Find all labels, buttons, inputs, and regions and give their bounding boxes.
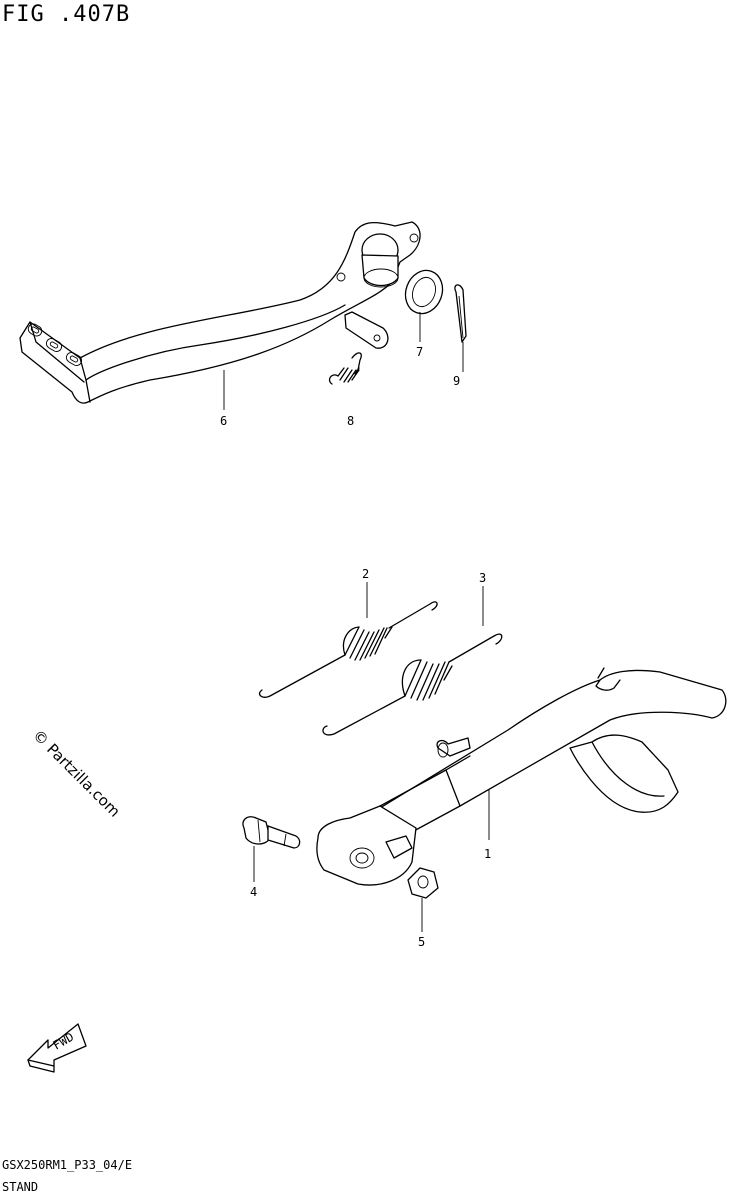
pivot-bolt-part-4[interactable]: [242, 816, 301, 849]
nut-part-5[interactable]: [407, 867, 439, 899]
callout-2: 2: [362, 567, 369, 581]
callout-7: 7: [416, 345, 423, 359]
diagram-code: GSX250RM1_P33_04/E: [2, 1158, 133, 1172]
fwd-arrow-icon: FWD: [27, 1023, 87, 1073]
spring-part-3[interactable]: [322, 633, 503, 736]
upper-leader-lines: [223, 312, 464, 410]
callout-8: 8: [347, 414, 354, 428]
spring-tab-icon: [344, 311, 389, 349]
washer-part-7[interactable]: [400, 265, 449, 319]
watermark: © Partzilla.com: [29, 726, 124, 821]
callout-3: 3: [479, 571, 486, 585]
callout-6: 6: [220, 414, 227, 428]
diagram-subtitle: STAND: [2, 1180, 39, 1194]
pedal-mount-holes-icon: [27, 323, 83, 366]
pedal-arm-part-6[interactable]: [19, 221, 421, 404]
callout-9: 9: [453, 374, 460, 388]
figure-title: FIG .407B: [2, 2, 131, 27]
callout-4: 4: [250, 885, 257, 899]
callout-5: 5: [418, 935, 425, 949]
cotter-pin-part-9[interactable]: [454, 284, 467, 343]
callout-1: 1: [484, 847, 491, 861]
spring-part-2[interactable]: [258, 601, 438, 698]
small-spring-part-8[interactable]: [328, 352, 362, 385]
side-stand-part-1[interactable]: [316, 667, 727, 886]
pedal-pivot-boss-icon: [336, 233, 419, 288]
